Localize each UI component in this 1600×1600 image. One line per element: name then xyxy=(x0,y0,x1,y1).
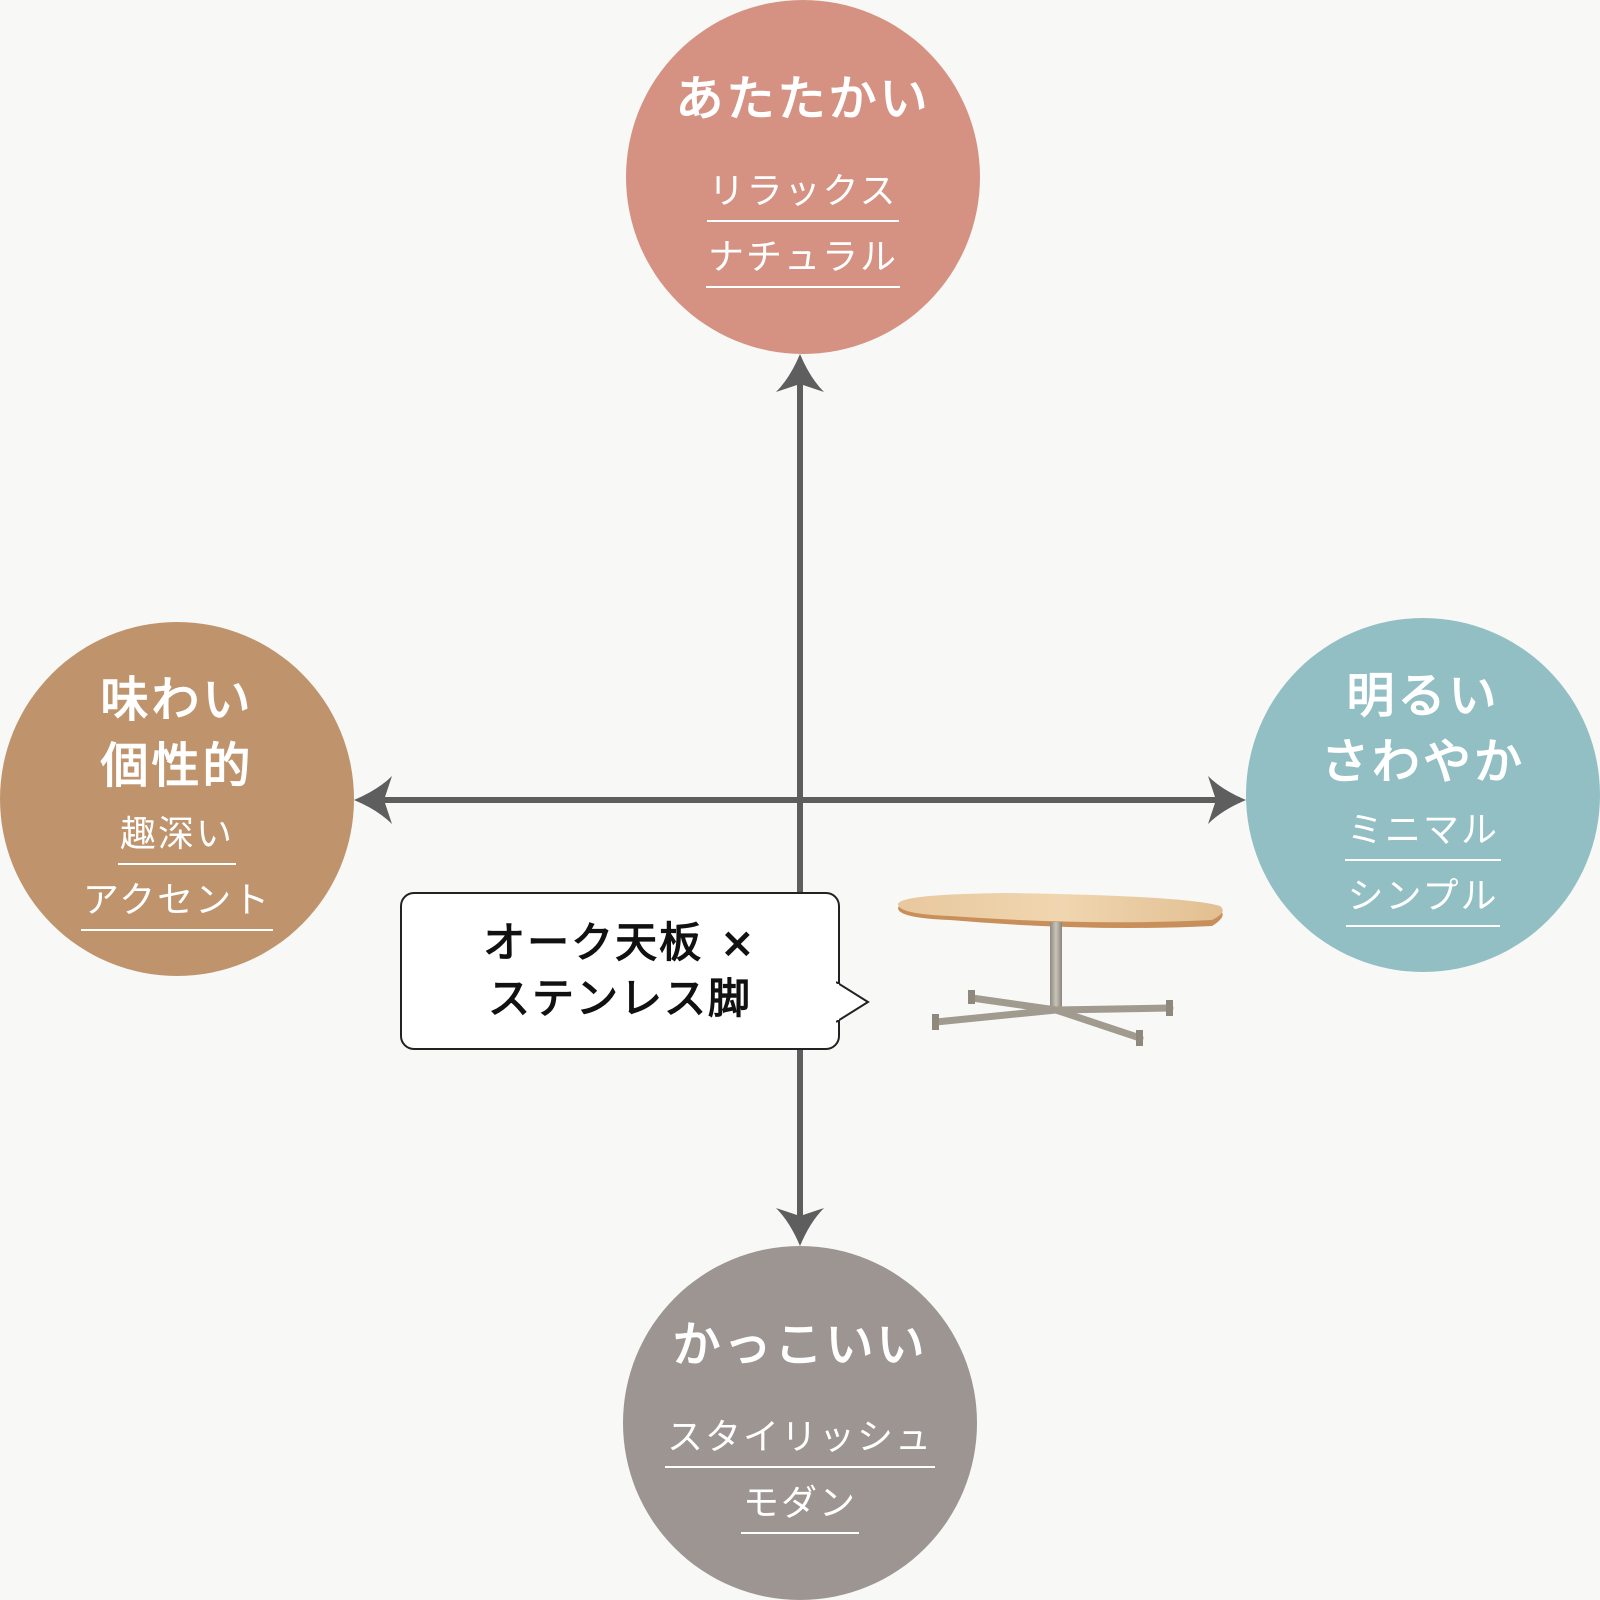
callout-tail xyxy=(836,981,870,1023)
node-tag[interactable]: アクセント xyxy=(80,879,274,931)
node-tag[interactable]: 趣深い xyxy=(117,813,236,865)
node-tag[interactable]: スタイリッシュ xyxy=(664,1416,935,1468)
oval-coffee-table-image xyxy=(898,893,1223,1046)
arrow-right-icon xyxy=(1208,776,1246,824)
node-tag[interactable]: モダン xyxy=(740,1482,859,1534)
node-warm: あたたかい リラックス ナチュラル xyxy=(626,0,980,354)
callout-text: オーク天板 × xyxy=(483,918,757,967)
node-tag[interactable]: シンプル xyxy=(1345,875,1501,927)
node-title: さわやか xyxy=(1320,734,1525,790)
arrow-down-icon xyxy=(776,1208,824,1246)
arrow-up-icon xyxy=(776,354,824,392)
node-title: 味わい xyxy=(100,672,254,728)
node-cool: かっこいい スタイリッシュ モダン xyxy=(623,1246,977,1600)
callout-bubble: オーク天板 × ステンレス脚 xyxy=(400,892,840,1050)
node-tag[interactable]: ナチュラル xyxy=(705,236,900,288)
node-tag[interactable]: リラックス xyxy=(706,170,900,222)
node-title: 明るい xyxy=(1346,668,1500,724)
node-title: かっこいい xyxy=(672,1317,928,1373)
node-characterful: 味わい 個性的 趣深い アクセント xyxy=(0,622,354,976)
arrow-left-icon xyxy=(354,776,392,824)
node-tag[interactable]: ミニマル xyxy=(1344,809,1501,861)
node-bright: 明るい さわやか ミニマル シンプル xyxy=(1246,618,1600,972)
node-title: あたたかい xyxy=(675,71,931,127)
callout-text: ステンレス脚 xyxy=(487,974,752,1023)
node-title: 個性的 xyxy=(100,738,254,794)
